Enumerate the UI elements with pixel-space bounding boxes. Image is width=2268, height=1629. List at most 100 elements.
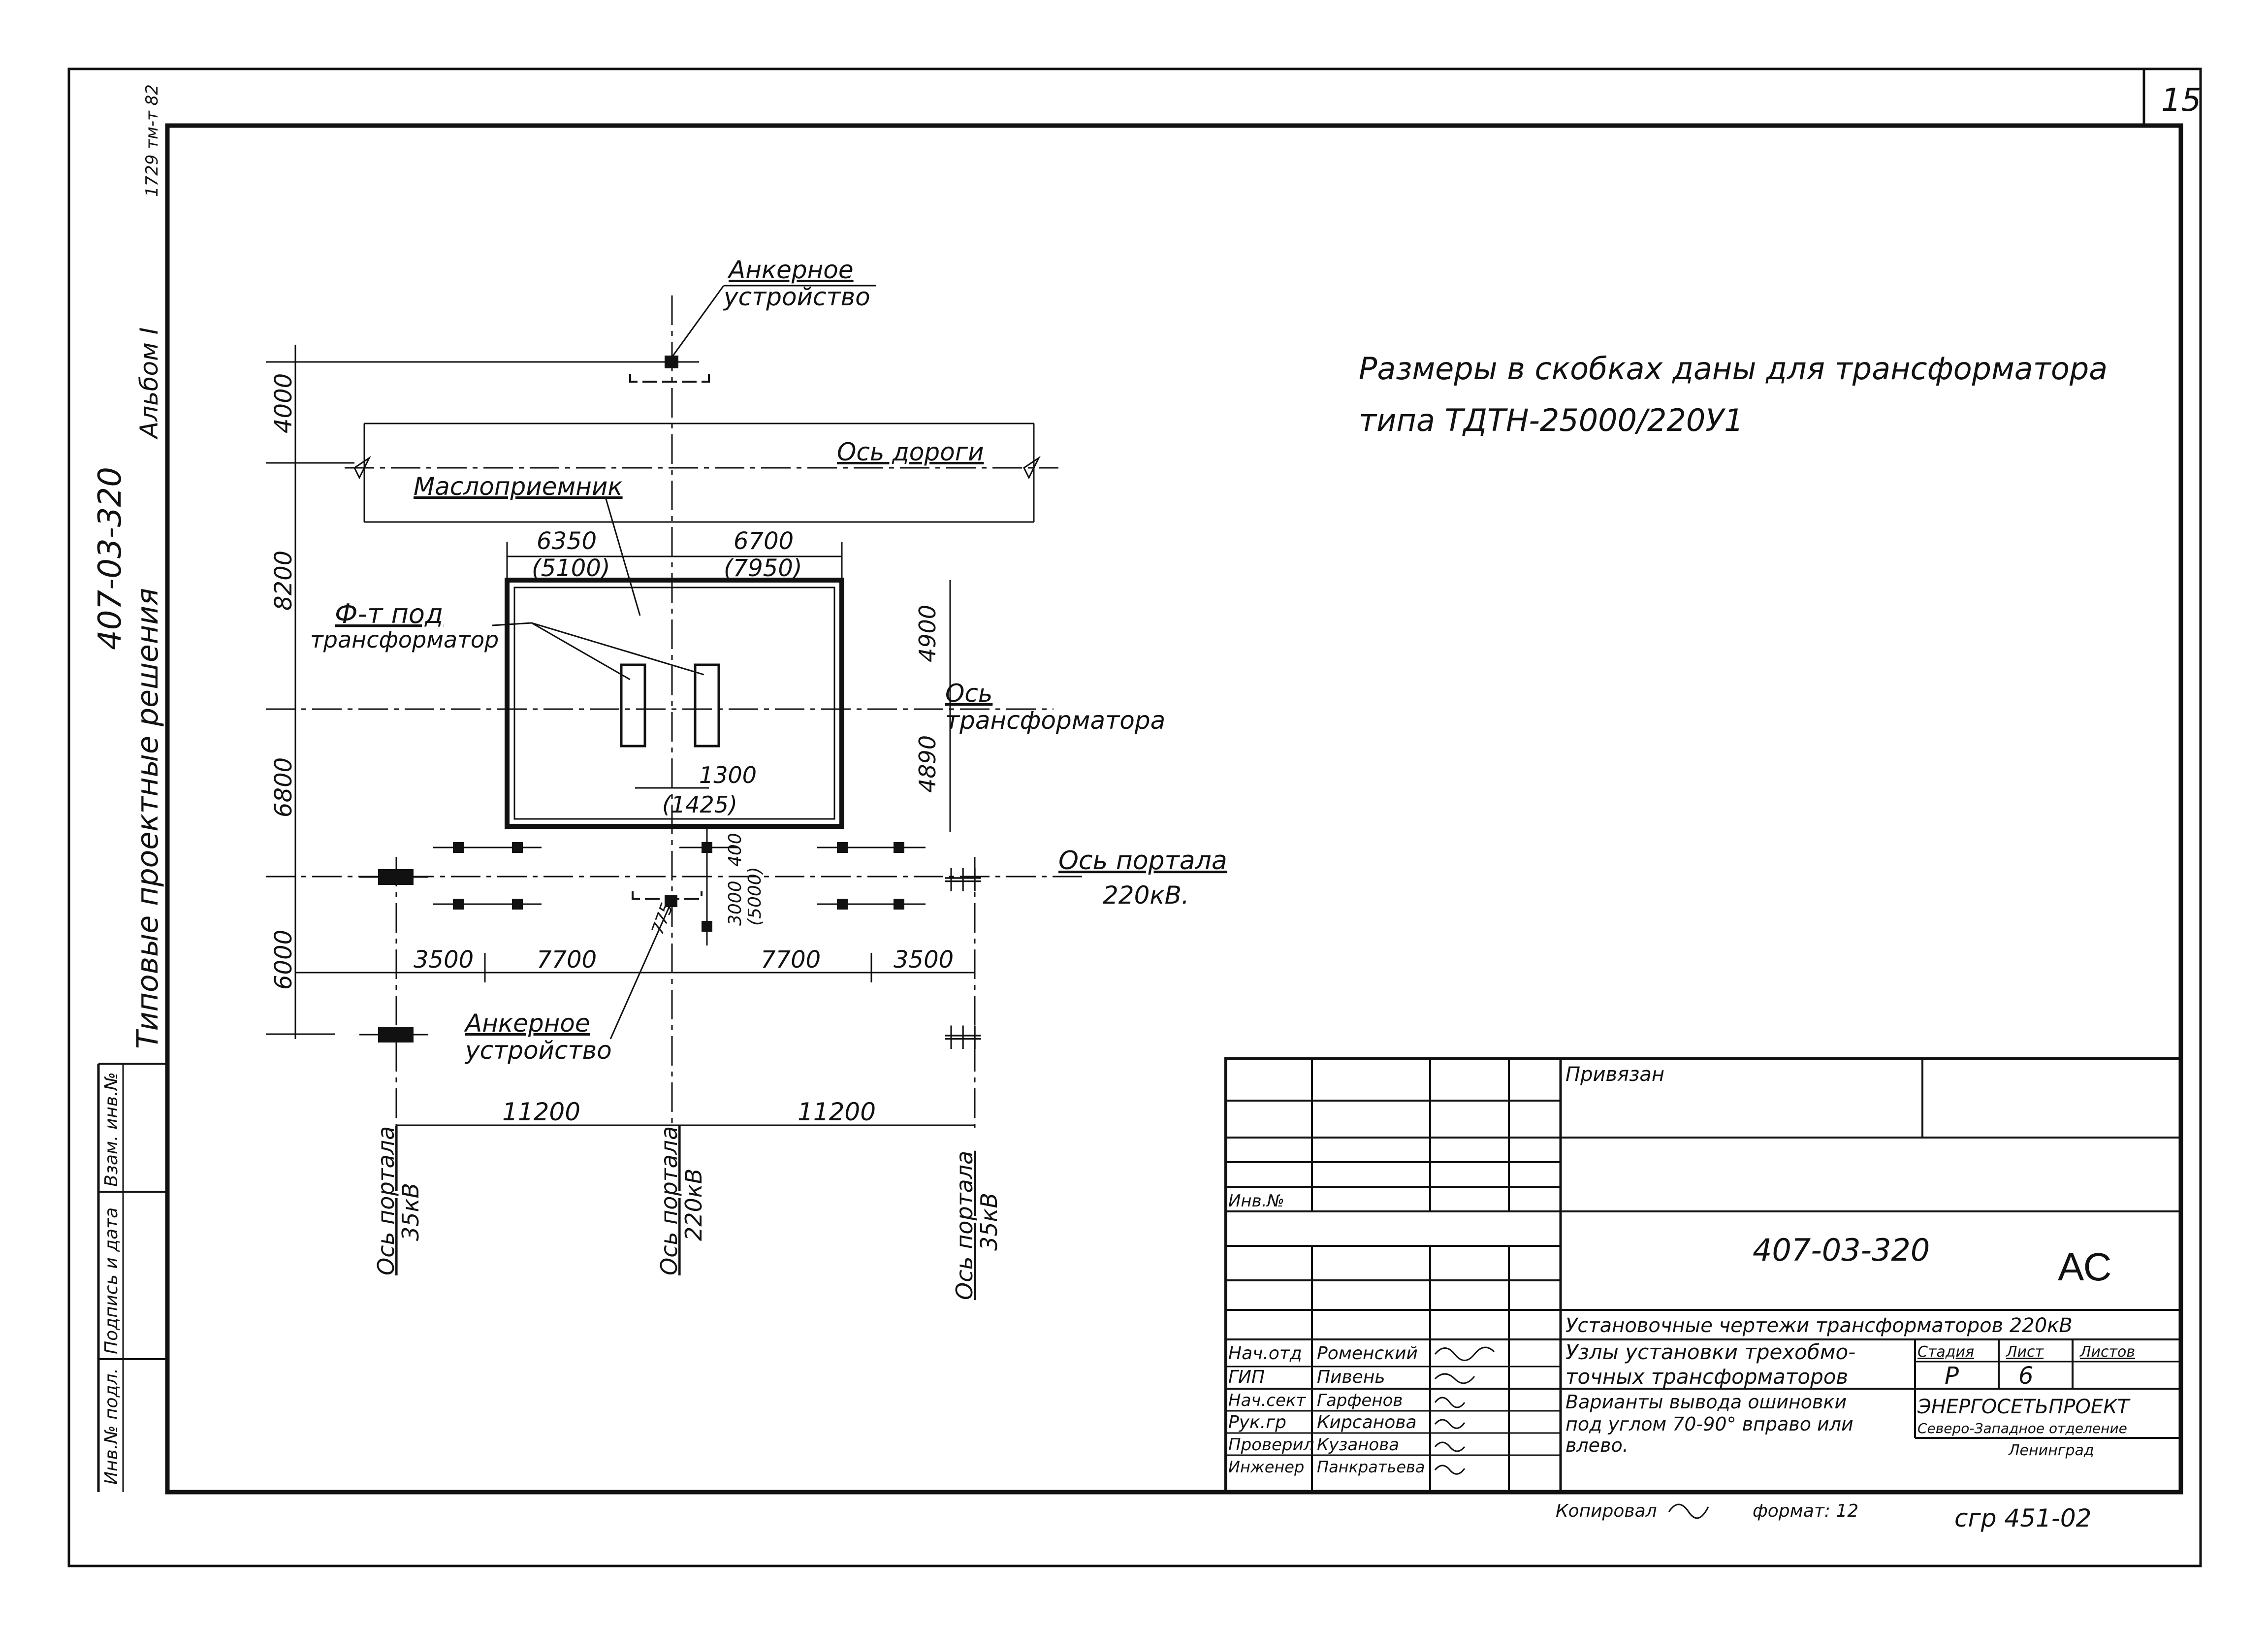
dim-5100: (5100) <box>532 554 610 582</box>
dim-11200-a: 11200 <box>502 1098 580 1126</box>
signature-3 <box>1434 1397 1466 1408</box>
tb-role-2: ГИП <box>1228 1367 1265 1387</box>
axis-right-2: 35кВ <box>976 1193 1002 1251</box>
tb-variant-2: под углом 70-90° вправо или <box>1565 1413 1853 1435</box>
portal-supports: ╪╪╪ ╪╪╪ <box>359 827 981 1128</box>
tb-role-6: Инженер <box>1228 1458 1304 1476</box>
dim-4900: 4900 <box>914 605 941 662</box>
side-album: Альбом I <box>135 327 163 440</box>
tb-col-sheets: Листов <box>2079 1343 2135 1361</box>
dim-775: 775 <box>648 900 677 937</box>
tb-name-2: Пивень <box>1317 1367 1385 1387</box>
dim-3000: 3000 <box>725 880 745 926</box>
dim-5000: (5000) <box>745 867 765 926</box>
outer-frame <box>67 67 2202 1567</box>
dim-8200: 8200 <box>270 551 297 611</box>
plan-drawing: 4000 8200 6800 6000 Анкерное устройство … <box>266 256 1227 1300</box>
title-block: Инв.№ Привязан 407-03-320 АС Установочны… <box>1224 1057 2182 1494</box>
label-foundation-1: Ф-т под <box>335 598 443 629</box>
tb-name-6: Панкратьева <box>1317 1458 1425 1476</box>
tb-variant-1: Варианты вывода ошиновки <box>1565 1391 1847 1413</box>
side-inv-podl: Инв.№ подл. <box>101 1368 122 1485</box>
tb-name-5: Кузанова <box>1317 1435 1399 1455</box>
side-podpis: Подпись и дата <box>101 1207 122 1354</box>
tb-doc-code: 407-03-320 <box>1753 1232 1930 1268</box>
axis-left-2: 35кВ <box>397 1183 424 1241</box>
label-oil-receiver: Маслоприемник <box>414 472 623 501</box>
tb-title-sub-2: точных трансформаторов <box>1565 1365 1848 1389</box>
side-vzam: Взам. инв.№ <box>101 1072 122 1187</box>
tb-org-2: Северо-Западное отделение <box>1917 1420 2127 1436</box>
tb-role-3: Нач.сект <box>1228 1391 1306 1410</box>
svg-text:╪╪╪: ╪╪╪ <box>945 868 981 891</box>
dim-1425: (1425) <box>662 791 737 818</box>
tb-privyazan: Привязан <box>1565 1063 1664 1086</box>
label-anchor-bottom-1: Анкерное <box>464 1009 590 1038</box>
axis-left-1: Ось портала <box>373 1126 399 1275</box>
dim-6700: 6700 <box>734 527 794 555</box>
foundation-left <box>620 663 646 748</box>
dim-1300: 1300 <box>699 762 757 788</box>
dim-7700-a: 7700 <box>537 946 597 974</box>
format-label: формат: 12 <box>1753 1501 1858 1521</box>
sheet-number: 15 <box>2161 82 2201 119</box>
dim-11200-b: 11200 <box>798 1098 876 1126</box>
label-road-axis: Ось дороги <box>837 438 984 466</box>
dim-6800: 6800 <box>270 757 297 817</box>
dim-3500-b: 3500 <box>894 946 954 974</box>
dim-6350: 6350 <box>537 527 597 555</box>
tb-sheet: 6 <box>2018 1362 2034 1390</box>
copied-label: Копировал <box>1556 1501 1657 1521</box>
dim-7950: (7950) <box>724 554 802 582</box>
label-anchor-top-1: Анкерное <box>727 256 854 284</box>
tb-org-3: Ленинград <box>2008 1442 2094 1459</box>
tb-variant-3: влево. <box>1565 1434 1629 1456</box>
label-transformer-axis-2: трансформатора <box>945 706 1165 735</box>
tb-title-main: Установочные чертежи трансформаторов 220… <box>1565 1314 2073 1337</box>
dim-4890: 4890 <box>914 735 941 793</box>
dim-6000: 6000 <box>270 930 297 990</box>
anchor-top-marker <box>665 356 678 368</box>
note-line-2: типа ТДТН-25000/220У1 <box>1359 402 1744 438</box>
signature-5 <box>1434 1441 1466 1452</box>
tb-col-sheet: Лист <box>2006 1343 2044 1361</box>
tb-role-1: Нач.отд <box>1228 1343 1302 1364</box>
margin-stamp: 1729 тм-т 82 <box>142 84 162 197</box>
dim-3500-a: 3500 <box>414 946 474 974</box>
tb-name-3: Гарфенов <box>1317 1391 1403 1410</box>
tb-role-5: Проверил <box>1228 1435 1314 1455</box>
axis-right-1: Ось портала <box>951 1151 978 1300</box>
signature-6 <box>1434 1465 1466 1475</box>
tb-title-sub-1: Узлы установки трехобмо- <box>1565 1340 1855 1364</box>
tb-inv-no: Инв.№ <box>1228 1191 1284 1211</box>
signature-1 <box>1434 1346 1495 1361</box>
label-transformer-axis-1: Ось <box>945 679 992 708</box>
label-foundation-2: трансформатор <box>310 626 499 653</box>
svg-text:╪╪╪: ╪╪╪ <box>945 1025 981 1049</box>
side-collection: Типовые проектные решения <box>130 588 165 1049</box>
tb-name-1: Роменский <box>1317 1343 1418 1364</box>
tb-org-1: ЭНЕРГОСЕТЬПРОЕКТ <box>1917 1396 2131 1418</box>
tb-role-4: Рук.гр <box>1228 1412 1286 1433</box>
dim-400: 400 <box>725 833 745 867</box>
label-anchor-top-2: устройство <box>723 283 870 311</box>
order-number: сгр 451-02 <box>1954 1504 2092 1532</box>
oil-receiver-pit <box>505 578 844 829</box>
dim-4000: 4000 <box>270 373 297 433</box>
side-project-code: 407-03-320 <box>92 467 128 650</box>
label-portal-axis-2: 220кВ. <box>1103 881 1189 910</box>
axis-mid-1: Ось портала <box>656 1126 682 1275</box>
copied-signature <box>1668 1503 1709 1519</box>
note-line-1: Размеры в скобках даны для трансформатор… <box>1359 351 2108 387</box>
tb-stage: Р <box>1945 1362 1959 1390</box>
dim-7700-b: 7700 <box>761 946 821 974</box>
signature-4 <box>1434 1419 1466 1429</box>
tb-col-stage: Стадия <box>1917 1343 1974 1361</box>
inner-frame <box>165 123 2183 1495</box>
signature-2 <box>1434 1373 1475 1384</box>
foundation-right <box>694 663 720 748</box>
label-portal-axis-1: Ось портала <box>1058 846 1227 876</box>
axis-mid-2: 220кВ <box>680 1169 707 1241</box>
tb-mark: АС <box>2058 1245 2111 1289</box>
